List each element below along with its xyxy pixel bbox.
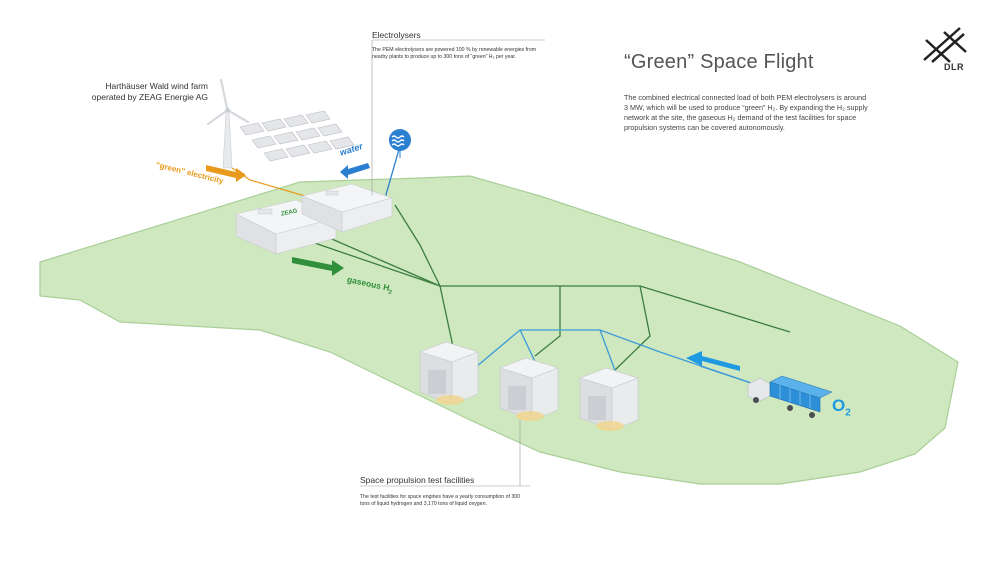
oxygen-flow-label: O2 xyxy=(832,396,851,418)
callout-lines xyxy=(360,39,545,487)
hydrogen-arrow-icon xyxy=(292,257,344,276)
intro-text: The combined electrical connected load o… xyxy=(624,93,868,132)
dlr-logo-icon xyxy=(923,27,967,63)
test-facilities-heading: Space propulsion test facilities xyxy=(360,475,475,485)
wind-farm-label-line2: operated by ZEAG Energie AG xyxy=(91,92,208,102)
wind-farm-label: Harthäuser Wald wind farm operated by ZE… xyxy=(68,81,208,103)
oxygen-label-sub: 2 xyxy=(845,407,851,419)
wind-farm-label-line1: Harthäuser Wald wind farm xyxy=(105,81,208,91)
oxygen-arrow-icon xyxy=(686,351,740,371)
water-source-icon xyxy=(389,129,411,158)
hydrogen-pipes xyxy=(264,204,791,371)
dlr-logo-text: DLR xyxy=(944,62,964,72)
solar-panels-icon xyxy=(239,110,355,162)
water-arrow-icon xyxy=(340,163,370,179)
electrolysers-description: The PEM electrolysers are powered 100 % … xyxy=(372,47,537,60)
oxygen-label-text: O xyxy=(832,396,846,415)
test-facilities-description: The test facilities for space engines ha… xyxy=(360,494,521,507)
site-ground xyxy=(39,175,959,485)
wind-turbine-icon xyxy=(206,78,250,169)
page-title: “Green” Space Flight xyxy=(624,51,814,73)
test-stand-3 xyxy=(579,367,639,431)
oxygen-truck-icon xyxy=(747,375,833,418)
water-pipe xyxy=(384,145,401,199)
test-stand-2 xyxy=(499,357,559,421)
electricity-arrow-icon xyxy=(206,165,246,182)
electrolyser-building-2 xyxy=(301,183,393,233)
test-stand-1 xyxy=(419,341,479,405)
electrolysers-heading: Electrolysers xyxy=(372,30,421,40)
